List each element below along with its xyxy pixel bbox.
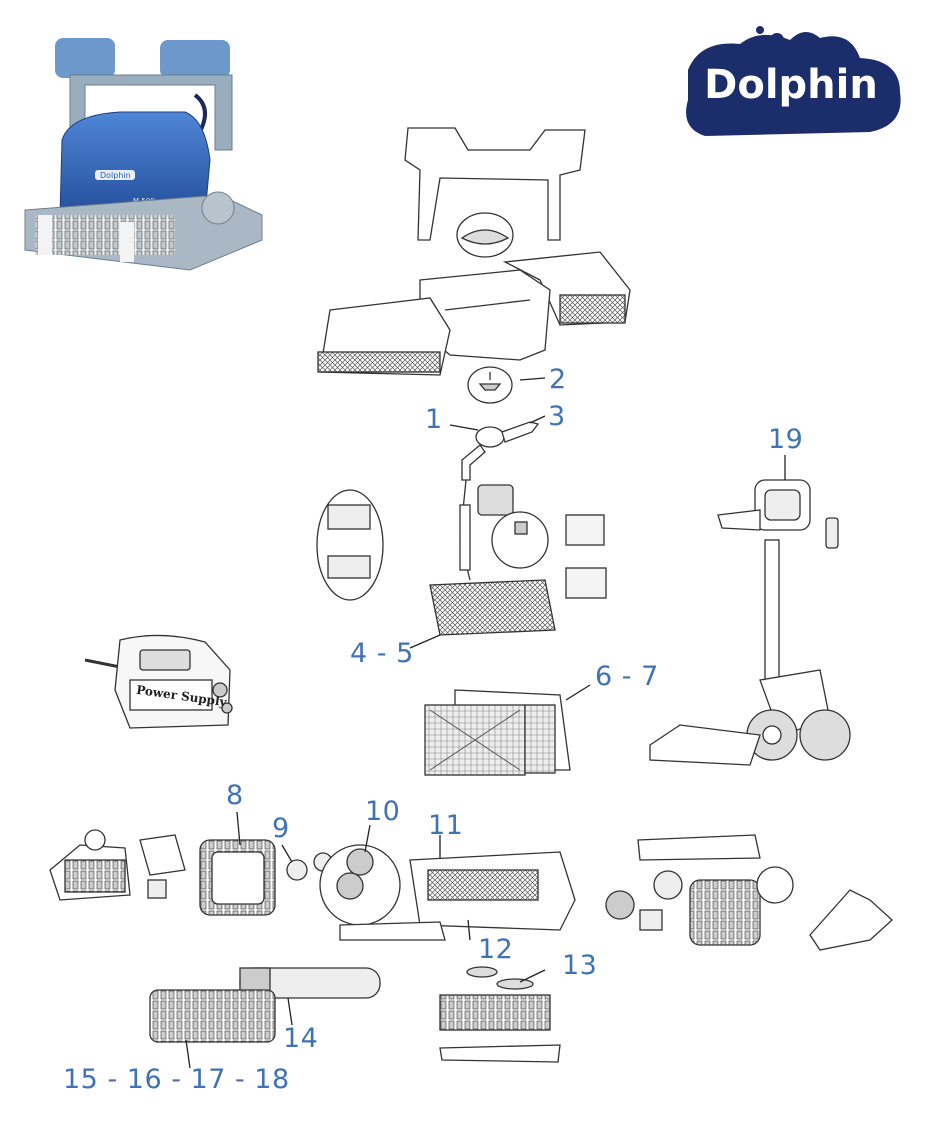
robot-logo-text: Dolphin — [100, 171, 131, 180]
callout-2: 2 — [549, 364, 567, 395]
filter-drawing — [424, 689, 571, 776]
callout-12: 12 — [478, 934, 514, 965]
callout-1: 1 — [425, 404, 443, 435]
motor-unit-drawing — [316, 484, 607, 636]
leader-lines — [185, 377, 786, 1069]
callout-14: 14 — [283, 1023, 319, 1054]
callout-9: 9 — [272, 813, 290, 844]
callout-13: 13 — [562, 950, 598, 981]
brand-logo: Dolphin — [680, 30, 902, 138]
callout-19: 19 — [768, 424, 804, 455]
dolphin-logo-shape — [686, 26, 901, 136]
callout-11: 11 — [428, 810, 464, 841]
handle-assembly-drawing — [404, 127, 586, 258]
callout-4-5: 4 - 5 — [350, 638, 414, 669]
callout-3: 3 — [548, 401, 566, 432]
callout-8: 8 — [226, 780, 244, 811]
cover-assembly-drawing — [317, 251, 631, 376]
swivel-parts-drawing — [459, 366, 540, 581]
caddy-cart-drawing — [649, 479, 851, 766]
brand-logo-text: Dolphin — [704, 62, 878, 108]
power-supply-drawing — [84, 634, 233, 729]
callout-15-18: 15 - 16 - 17 - 18 — [63, 1064, 290, 1095]
chassis-parts-drawing — [49, 829, 893, 1063]
callout-6-7: 6 - 7 — [595, 661, 659, 692]
product-photo: Dolphin M 500 — [24, 38, 263, 271]
callout-10: 10 — [365, 796, 401, 827]
